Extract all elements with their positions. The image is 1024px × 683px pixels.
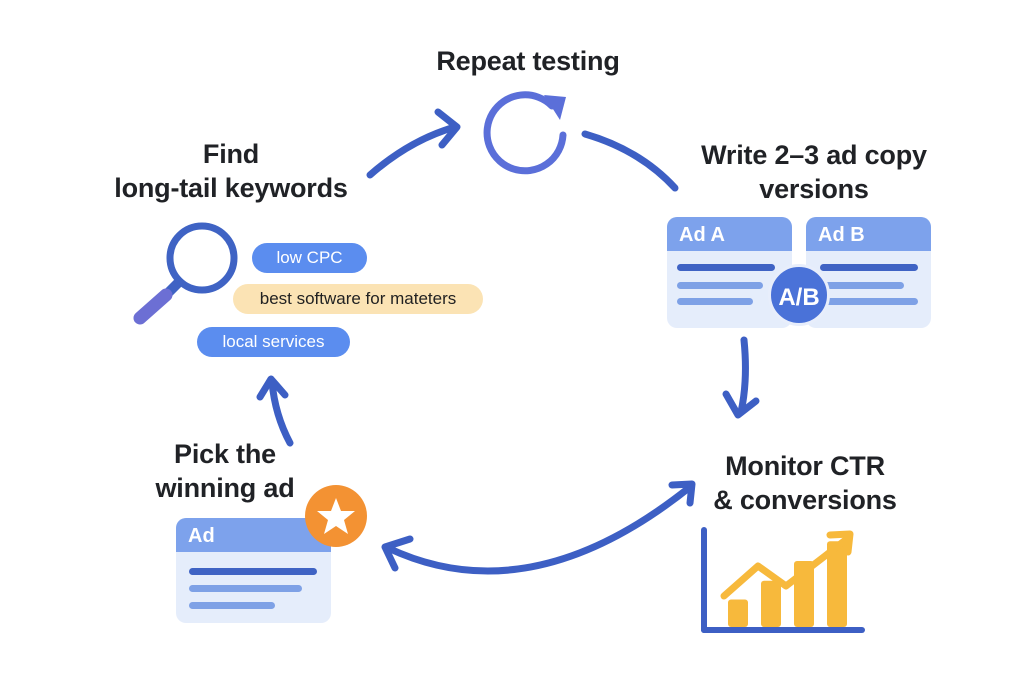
refresh-icon	[483, 91, 567, 175]
arrow-write-to-monitor-head	[722, 390, 760, 419]
chart-bar	[728, 599, 748, 627]
ab-test-badge: A/B	[768, 264, 830, 326]
trend-line	[720, 534, 852, 600]
text-line	[677, 298, 753, 305]
keyword-tag: local services	[197, 327, 350, 357]
ad-card-a-title: Ad A	[667, 217, 792, 251]
step-title-pick-winner: Pick the winning ad	[155, 439, 295, 503]
arrow-pick-to-find	[268, 378, 294, 447]
star-icon	[317, 498, 355, 534]
arrow-pick-head	[381, 535, 414, 572]
step-title-monitor-ctr: Monitor CTR & conversions	[713, 451, 897, 515]
arrow-write-to-monitor	[737, 336, 749, 416]
step-title-find-keywords: Find long-tail keywords	[114, 139, 348, 203]
bar-chart-icon	[701, 527, 865, 633]
ad-card-a: Ad A	[667, 217, 792, 328]
text-line	[820, 298, 918, 305]
text-line	[820, 282, 904, 289]
arrow-monitor-head	[668, 480, 696, 507]
text-line	[189, 602, 275, 609]
keyword-tag: low CPC	[252, 243, 367, 273]
text-line	[677, 282, 763, 289]
trend-arrowhead	[826, 530, 854, 556]
arrow-pick-to-find-head	[256, 375, 289, 401]
text-line	[189, 585, 302, 592]
chart-bar	[761, 580, 781, 627]
arrow-repeat-to-write	[581, 130, 679, 192]
step-title-write-ad-copy: Write 2–3 ad copy versions	[701, 140, 927, 204]
ad-card-b-title: Ad B	[806, 217, 931, 251]
text-line	[820, 264, 918, 271]
ad-card-b: Ad B	[806, 217, 931, 328]
arrow-monitor-pick	[384, 483, 694, 575]
arrow-find-to-repeat-head	[434, 108, 461, 149]
refresh-arrowhead	[544, 95, 566, 120]
text-line	[189, 568, 317, 575]
arrow-find-to-repeat	[366, 123, 459, 179]
chart-bar	[827, 541, 847, 627]
keyword-tag: best software for mateters	[233, 284, 483, 314]
magnifier-icon	[133, 222, 238, 325]
winner-star-badge	[305, 485, 367, 547]
step-title-repeat-testing: Repeat testing	[436, 46, 620, 76]
text-line	[677, 264, 775, 271]
